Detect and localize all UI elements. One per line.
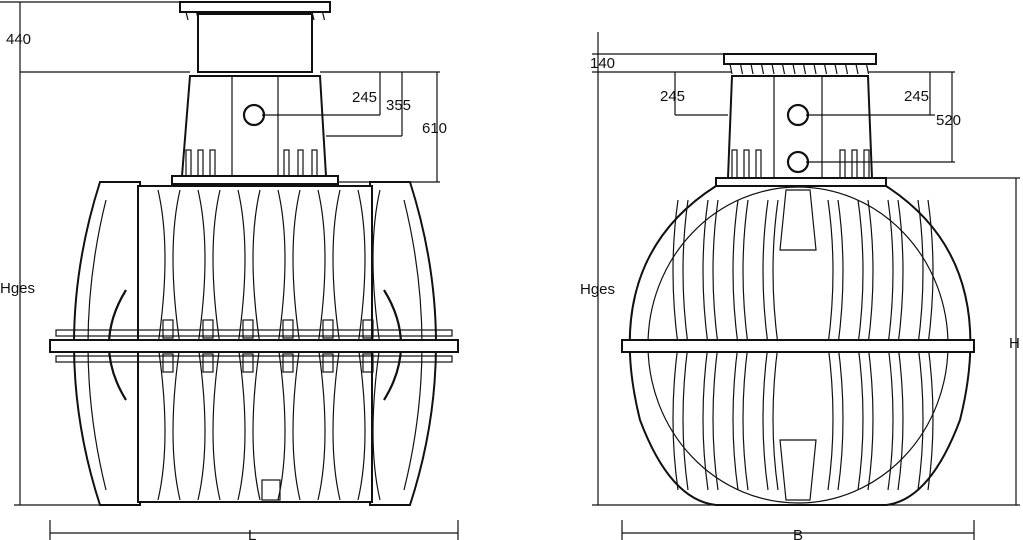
grate-tooth — [802, 63, 807, 75]
side-dim-440: 440 — [6, 31, 31, 48]
grate-tooth — [813, 63, 817, 75]
front-view: 140 Hges 245 245 520 H B — [580, 32, 1020, 540]
rib-clip — [242, 353, 254, 373]
front-dim-b: B — [793, 527, 803, 540]
rib-clip — [162, 319, 174, 339]
side-belt — [49, 339, 459, 353]
grate-tooth — [781, 63, 786, 75]
side-grate-lid — [179, 1, 331, 73]
rib-clip — [322, 319, 334, 339]
side-dim-355: 355 — [386, 97, 411, 114]
grate-tooth — [855, 63, 859, 75]
grate-tooth — [750, 63, 754, 75]
grate-tooth — [321, 11, 326, 21]
rib-clip — [202, 319, 214, 339]
grate-tooth — [739, 63, 744, 75]
front-dim-245-right: 245 — [904, 88, 929, 105]
front-dim-245-left: 245 — [660, 88, 685, 105]
front-dimensions: 140 Hges 245 245 520 H B — [580, 32, 1020, 540]
side-dimensions: 440 Hges 245 355 610 L — [0, 1, 459, 540]
side-dim-245: 245 — [352, 89, 377, 106]
rib-clip — [162, 353, 174, 373]
grate-tooth — [760, 63, 765, 75]
rib-clip — [322, 353, 334, 373]
front-dim-140: 140 — [590, 55, 615, 72]
grate-tooth — [185, 11, 189, 21]
rib-clip — [282, 353, 294, 373]
front-dim-520: 520 — [936, 112, 961, 129]
grate-tooth — [792, 63, 796, 75]
side-dim-l: L — [248, 527, 256, 540]
side-dim-hges: Hges — [0, 280, 35, 297]
front-belt — [621, 339, 975, 353]
grate-tooth — [844, 63, 849, 75]
rib-clip — [202, 353, 214, 373]
side-riser — [171, 75, 339, 185]
grate-tooth — [834, 63, 838, 75]
front-dim-hges: Hges — [580, 281, 615, 298]
front-riser — [715, 75, 887, 187]
rib-clip — [362, 353, 374, 373]
rib-clip — [242, 319, 254, 339]
grate-tooth — [771, 63, 775, 75]
side-dim-610: 610 — [422, 120, 447, 137]
side-view: 440 Hges 245 355 610 L — [0, 1, 459, 540]
rib-clip — [282, 319, 294, 339]
side-tank-body — [49, 181, 459, 506]
rib-clip — [362, 319, 374, 339]
front-tank-body — [621, 185, 975, 506]
front-grate-lid — [723, 53, 877, 75]
front-dim-h: H — [1009, 335, 1020, 352]
grate-tooth — [823, 63, 828, 75]
